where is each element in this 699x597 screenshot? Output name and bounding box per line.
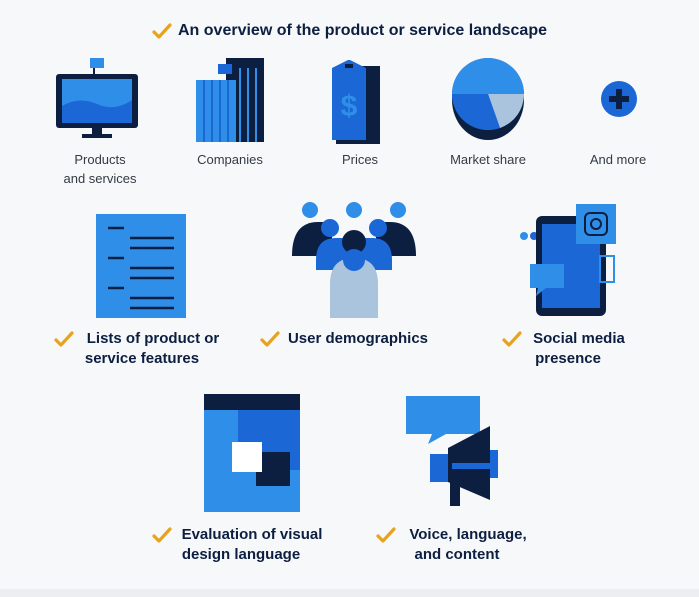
document-list-icon bbox=[96, 214, 186, 318]
label-demographics: User demographics bbox=[252, 329, 442, 349]
label-market-share: Market share bbox=[450, 152, 526, 167]
label-companies: Companies bbox=[197, 152, 263, 167]
megaphone-icon bbox=[406, 396, 498, 506]
layout-design-icon bbox=[204, 394, 300, 512]
checkmark-icon bbox=[152, 527, 172, 543]
checkmark-icon bbox=[502, 331, 522, 347]
label-prices: Prices bbox=[341, 152, 379, 167]
label-voice: Voice, language, and content bbox=[372, 525, 542, 565]
monitor-icon bbox=[56, 58, 138, 138]
tablet-social-icon bbox=[520, 204, 616, 316]
bottom-divider bbox=[0, 589, 699, 597]
checkmark-icon bbox=[54, 331, 74, 347]
svg-text:$: $ bbox=[341, 90, 358, 123]
label-visual: Evaluation of visual design language bbox=[148, 525, 334, 565]
price-tag-icon: $ bbox=[332, 60, 380, 144]
plus-circle-icon bbox=[601, 81, 637, 117]
label-and-more: And more bbox=[589, 152, 647, 167]
building-icon bbox=[196, 58, 264, 142]
checkmark-icon bbox=[260, 331, 280, 347]
title-text: An overview of the product or service la… bbox=[178, 22, 547, 39]
checkmark-icon bbox=[152, 23, 172, 39]
checkmark-icon bbox=[376, 527, 396, 543]
label-features: Lists of product or service features bbox=[52, 329, 232, 369]
label-social: Social media presence bbox=[488, 329, 648, 369]
people-group-icon bbox=[292, 202, 416, 318]
pie-chart-icon bbox=[451, 58, 525, 140]
page-title: An overview of the product or service la… bbox=[0, 22, 699, 40]
